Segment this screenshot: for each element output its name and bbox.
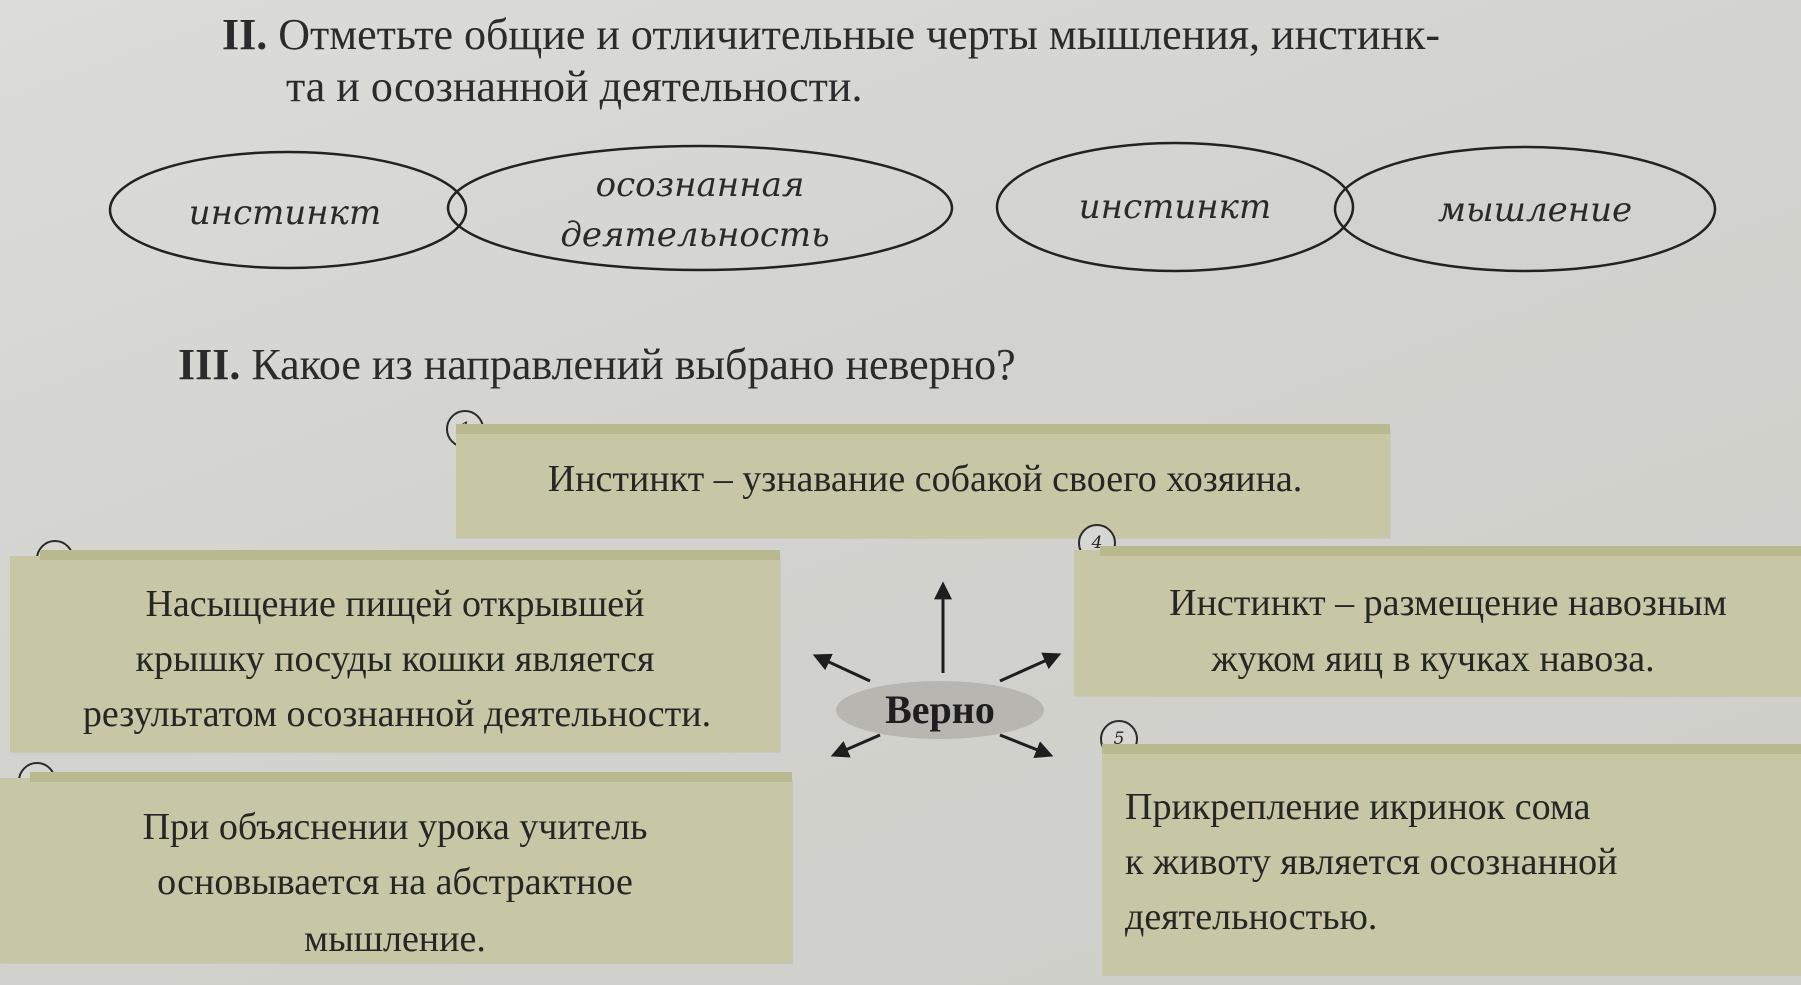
card-3-top-edge bbox=[30, 772, 792, 782]
venn-right-label-instinct: инстинкт bbox=[1078, 187, 1272, 227]
card-2-line-3: результатом осознанной деятельности. bbox=[82, 693, 712, 735]
card-1-top-edge bbox=[456, 424, 1390, 434]
card-2-line-2: крышку посуды кошки является bbox=[135, 638, 655, 680]
card-4-line-2: жуком яиц в кучках навоза. bbox=[1211, 638, 1655, 680]
arrow-to-card-5 bbox=[999, 733, 1054, 759]
task3-heading: III. Какое из направлений выбрано неверн… bbox=[178, 338, 1016, 392]
card-5-line-2: к животу является осознанной bbox=[1125, 841, 1618, 883]
venn-left-diagram bbox=[108, 144, 954, 272]
card-3 bbox=[0, 778, 792, 963]
venn-left-conscious-ellipse bbox=[446, 144, 954, 272]
card-4-top-edge bbox=[1100, 546, 1801, 556]
card-5-line-3: деятельностью. bbox=[1125, 896, 1378, 938]
venn-left-label-instinct: инстинкт bbox=[188, 193, 382, 233]
card-5 bbox=[1102, 752, 1801, 975]
card-5-line-1: Прикрепление икринок сома bbox=[1125, 786, 1591, 828]
direction-arrows bbox=[812, 581, 1062, 759]
card-1 bbox=[456, 428, 1390, 538]
card-2-top-edge bbox=[40, 550, 780, 560]
card-4-line-1: Инстинкт – размещение навозным bbox=[1169, 582, 1727, 624]
arrow-to-card-3 bbox=[830, 733, 881, 758]
venn-right-diagram bbox=[995, 141, 1717, 273]
arrow-to-card-4 bbox=[999, 652, 1062, 683]
card-2 bbox=[10, 556, 780, 752]
arrow-to-card-2 bbox=[812, 653, 871, 683]
card-3-line-2: основывается на абстрактное bbox=[157, 861, 633, 903]
venn-left-label-conscious-2: деятельность bbox=[560, 215, 830, 255]
card-2-line-1: Насыщение пищей открывшей bbox=[145, 583, 645, 625]
venn-right-instinct-ellipse bbox=[995, 141, 1355, 273]
venn-right-label-thinking: мышление bbox=[1437, 190, 1633, 230]
task3-number: III. bbox=[178, 340, 241, 389]
venn-left-label-conscious-1: осознанная bbox=[595, 165, 805, 205]
task2-heading: II. Отметьте общие и отличительные черты… bbox=[222, 8, 1440, 62]
card-3-line-3: мышление. bbox=[304, 918, 486, 960]
card-1-text: Инстинкт – узнавание собакой своего хозя… bbox=[547, 458, 1303, 500]
venn-right-thinking-ellipse bbox=[1333, 145, 1717, 273]
task2-heading-line2: та и осознанной деятельности. bbox=[286, 62, 863, 111]
card-5-top-edge bbox=[1102, 744, 1801, 754]
task3-question: Какое из направлений выбрано неверно? bbox=[251, 340, 1016, 389]
card-3-line-1: При объяснении урока учитель bbox=[142, 806, 648, 848]
task2-number: II. bbox=[222, 10, 268, 59]
card-4 bbox=[1074, 550, 1801, 696]
center-label-correct: Верно bbox=[836, 681, 1044, 739]
task2-text-line1: Отметьте общие и отличительные черты мыш… bbox=[278, 10, 1440, 59]
venn-left-instinct-ellipse bbox=[108, 150, 468, 270]
